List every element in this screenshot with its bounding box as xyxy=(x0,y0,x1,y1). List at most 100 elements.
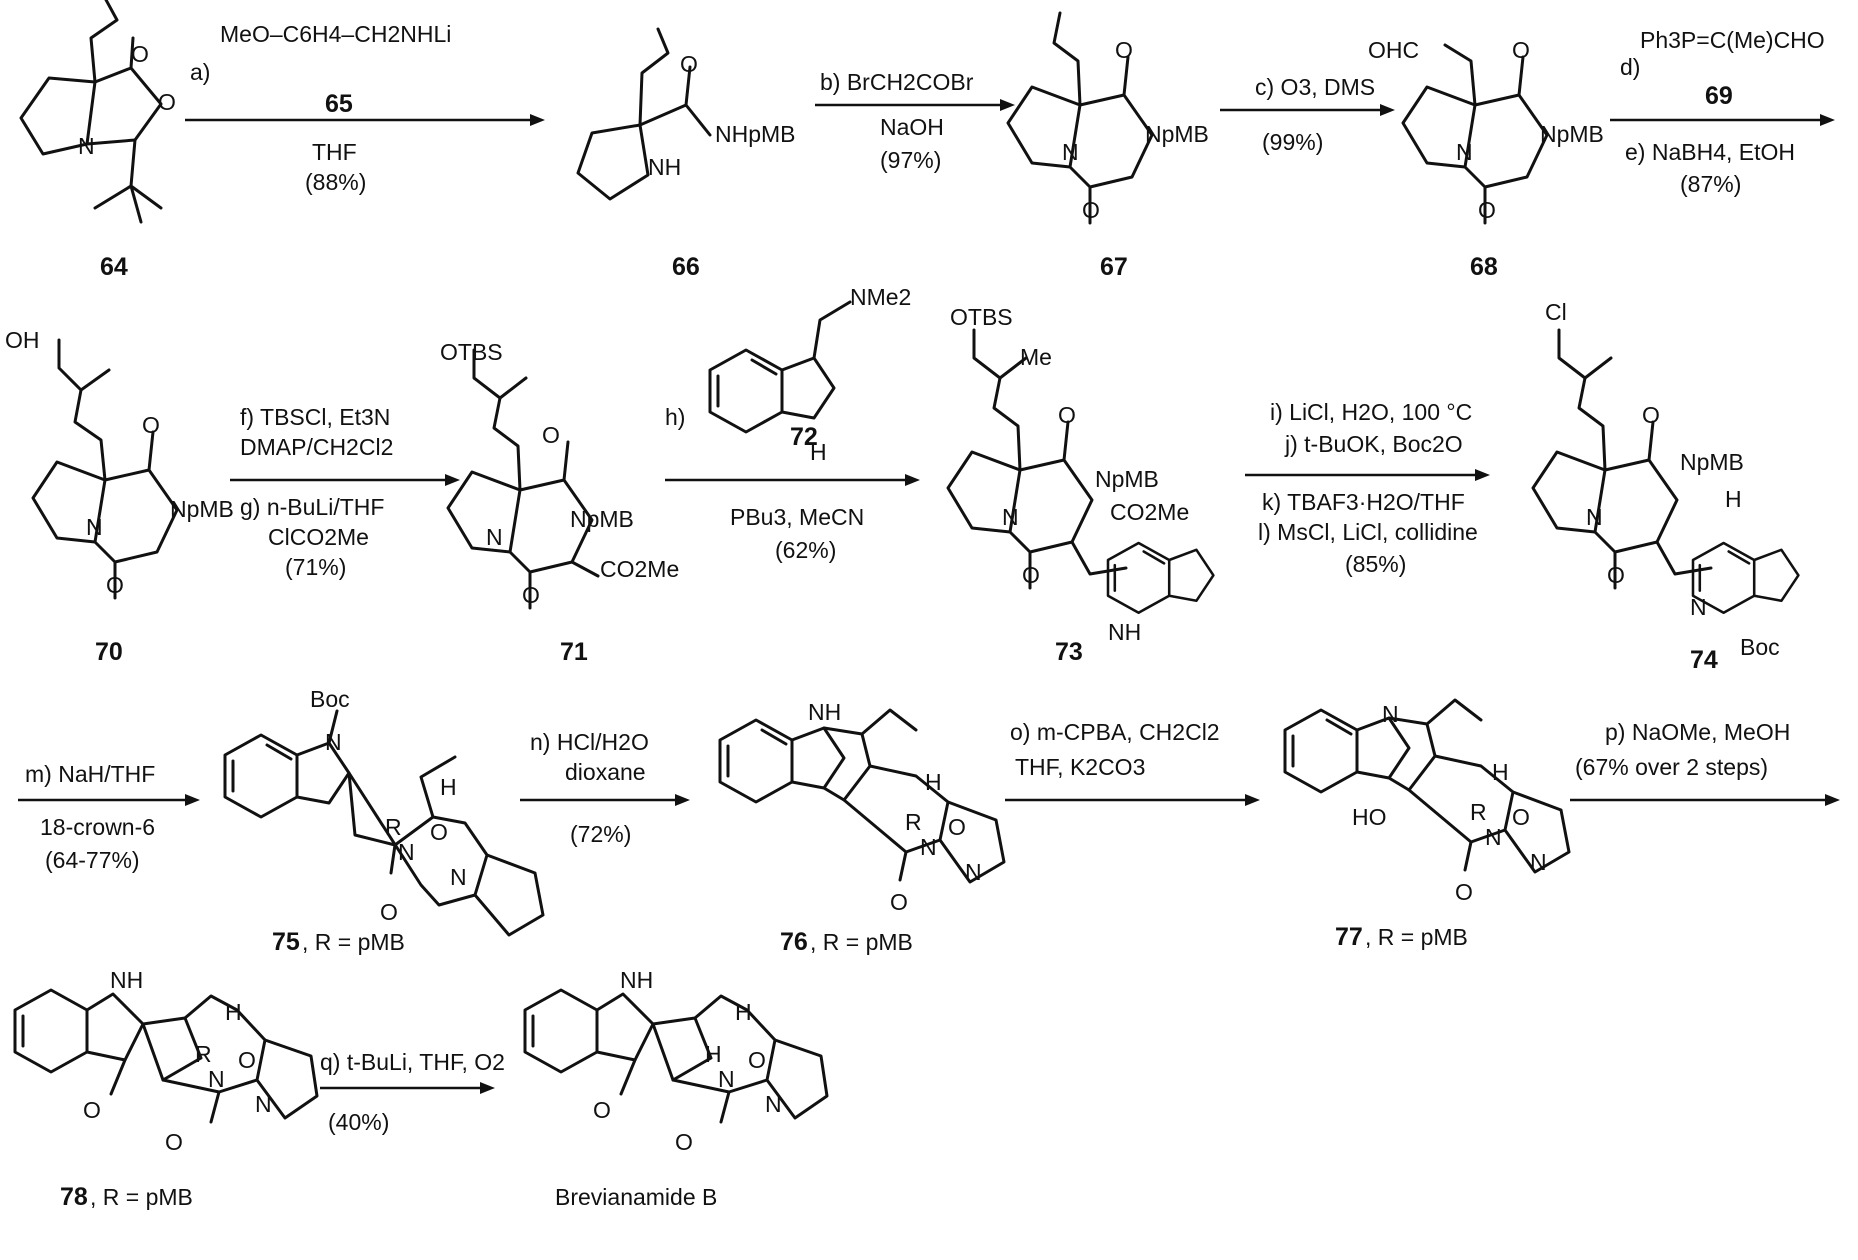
atom-npmb-71: NpMB xyxy=(570,506,634,532)
reagent-b: b) BrCH2COBr xyxy=(820,69,974,95)
compound-78-label: 78 xyxy=(60,1183,88,1211)
atom-o-brev-c: O xyxy=(675,1129,693,1155)
arrowhead-fg xyxy=(445,474,460,486)
atom-o-77a: O xyxy=(1512,804,1530,830)
atom-o-77b: O xyxy=(1455,879,1473,905)
compound-77-r: , R = pMB xyxy=(1365,924,1468,950)
reagent-d-label: d) xyxy=(1620,54,1640,80)
compound-70-label: 70 xyxy=(95,638,123,666)
atom-o-75b: O xyxy=(380,899,398,925)
atom-n3-77: N xyxy=(1530,849,1547,875)
atom-o-70b: O xyxy=(106,572,124,598)
atom-n3-brev: N xyxy=(765,1091,782,1117)
atom-co2me-73: CO2Me xyxy=(1110,499,1189,525)
arrowhead-p xyxy=(1825,794,1840,806)
atom-n2-brev: N xyxy=(718,1066,735,1092)
atom-h-72: H xyxy=(810,439,827,465)
atom-o-73b: O xyxy=(1022,562,1040,588)
reagent-d-structure: Ph3P=C(Me)CHO xyxy=(1640,27,1825,53)
reagent-e-yield: (87%) xyxy=(1680,171,1741,197)
atom-ho-77: HO xyxy=(1352,804,1387,830)
atom-o-brev-b: O xyxy=(748,1047,766,1073)
atom-npmb-70: NpMB xyxy=(170,496,234,522)
atom-n-64: N xyxy=(78,133,95,159)
arrowhead-m xyxy=(185,794,200,806)
atom-o-76b: O xyxy=(890,889,908,915)
atom-o-64a: O xyxy=(131,41,149,67)
reagent-i: i) LiCl, H2O, 100 °C xyxy=(1270,399,1472,425)
reagent-j: j) t-BuOK, Boc2O xyxy=(1284,431,1463,457)
compound-67-structure xyxy=(1006,11,1154,225)
atom-nhpmb-66: NHpMB xyxy=(715,121,796,147)
reagent-n-2: dioxane xyxy=(565,759,646,785)
atom-npmb-67: NpMB xyxy=(1145,121,1209,147)
atom-o-73a: O xyxy=(1058,402,1076,428)
atom-boc-75: Boc xyxy=(310,686,350,712)
compound-70-structure xyxy=(31,338,179,600)
atom-me-73: Me xyxy=(1020,344,1052,370)
compound-75-r: , R = pMB xyxy=(302,929,405,955)
compound-72-structure xyxy=(708,300,852,434)
atom-o-67b: O xyxy=(1082,197,1100,223)
indole-74 xyxy=(1691,541,1800,614)
compound-71-label: 71 xyxy=(560,638,588,666)
atom-boc-74: Boc xyxy=(1740,634,1780,660)
atom-co2me-71: CO2Me xyxy=(600,556,679,582)
reagent-p-yield: (67% over 2 steps) xyxy=(1575,754,1768,780)
compound-71-structure xyxy=(446,348,600,610)
arrowhead-q xyxy=(480,1082,495,1094)
atom-n2-76: N xyxy=(920,834,937,860)
brevianamide-b-structure xyxy=(523,988,829,1124)
compound-69-label: 69 xyxy=(1705,82,1733,110)
arrowhead-b xyxy=(1000,99,1015,111)
reagent-m-2: 18-crown-6 xyxy=(40,814,155,840)
atom-o-74a: O xyxy=(1642,402,1660,428)
atom-n2-75: N xyxy=(398,839,415,865)
arrowhead-n xyxy=(675,794,690,806)
reagent-c: c) O3, DMS xyxy=(1255,74,1375,100)
atom-n-71: N xyxy=(486,524,503,550)
atom-nh-66: NH xyxy=(648,154,681,180)
reagent-c-yield: (99%) xyxy=(1262,129,1323,155)
reagent-p: p) NaOMe, MeOH xyxy=(1605,719,1790,745)
atom-h-76: H xyxy=(925,769,942,795)
atom-n-70: N xyxy=(86,514,103,540)
compound-74-label: 74 xyxy=(1690,646,1718,674)
compound-68-structure xyxy=(1401,43,1549,225)
compound-78-r: , R = pMB xyxy=(90,1184,193,1210)
atom-otbs-73: OTBS xyxy=(950,304,1013,330)
arrowhead-il xyxy=(1475,469,1490,481)
reagent-h-label: h) xyxy=(665,404,685,430)
atom-h2-brev: H xyxy=(705,1041,722,1067)
arrowhead-de xyxy=(1820,114,1835,126)
atom-n2-78: N xyxy=(208,1066,225,1092)
compound-67-label: 67 xyxy=(1100,253,1128,281)
reagent-il-yield: (85%) xyxy=(1345,551,1406,577)
atom-nh-78: NH xyxy=(110,967,143,993)
atom-npmb-73: NpMB xyxy=(1095,466,1159,492)
atom-r-76: R xyxy=(905,809,922,835)
atom-n-68: N xyxy=(1456,139,1473,165)
atom-o-brev-a: O xyxy=(593,1097,611,1123)
compound-64-structure xyxy=(19,0,163,224)
atom-o-71b: O xyxy=(522,582,540,608)
reagent-l: l) MsCl, LiCl, collidine xyxy=(1258,519,1478,545)
reagent-g-line2: ClCO2Me xyxy=(268,524,369,550)
atom-n-67: N xyxy=(1062,139,1079,165)
atom-o-78a: O xyxy=(83,1097,101,1123)
reagent-h-cond: PBu3, MeCN xyxy=(730,504,864,530)
atom-nh-brev: NH xyxy=(620,967,653,993)
atom-o-75a: O xyxy=(430,819,448,845)
atom-r-78: R xyxy=(195,1041,212,1067)
atom-ohc-68: OHC xyxy=(1368,37,1419,63)
reagent-f-line1: f) TBSCl, Et3N xyxy=(240,404,390,430)
reagent-m: m) NaH/THF xyxy=(25,761,155,787)
atom-oh-70: OH xyxy=(5,327,40,353)
reagent-b-yield: (97%) xyxy=(880,147,941,173)
compound-76-label: 76 xyxy=(780,928,808,956)
atom-h-74: H xyxy=(1725,486,1742,512)
compound-72-label: 72 xyxy=(790,423,818,451)
atom-o-68a: O xyxy=(1512,37,1530,63)
atom-h-78: H xyxy=(225,999,242,1025)
